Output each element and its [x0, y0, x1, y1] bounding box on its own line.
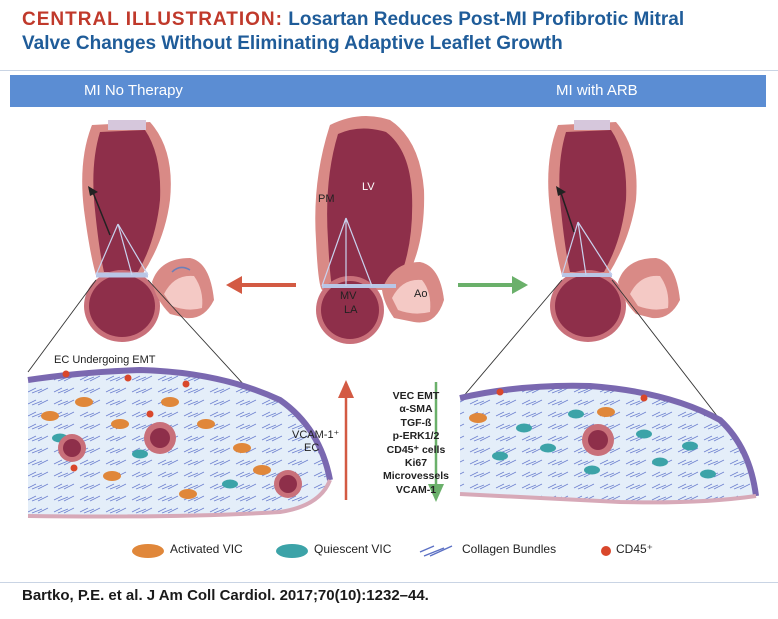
header-with-arb: MI with ARB [556, 82, 638, 99]
marker-item: VCAM-1 [395, 483, 437, 496]
marker-item: VEC EMT [392, 390, 440, 402]
collagen-icon [419, 545, 453, 557]
marker-item: p-ERK1/2 [392, 430, 440, 443]
label-la: LA [344, 304, 358, 316]
title-block: CENTRAL ILLUSTRATION: Losartan Reduces P… [22, 8, 762, 56]
left-tissue-section [27, 366, 333, 519]
label-vcam-ec: EC [304, 442, 320, 454]
quiescent-vic-icon [276, 544, 308, 558]
cd45-icon [601, 546, 611, 556]
title-line-2: Valve Changes Without Eliminating Adapti… [22, 33, 563, 54]
marker-list: VEC EMT α-SMA TGF-ß p-ERK1/2 CD45⁺ cells… [376, 390, 456, 497]
activated-vic-icon [132, 544, 164, 558]
right-arrow-icon [458, 276, 528, 294]
label-mv: MV [340, 290, 357, 302]
label-pm: PM [318, 193, 335, 205]
right-heart [548, 120, 680, 342]
marker-item: Microvessels [383, 470, 449, 483]
right-tissue-section [459, 382, 759, 505]
marker-item: TGF-ß [400, 416, 432, 429]
up-arrow-icon [338, 380, 354, 500]
left-heart [82, 120, 214, 342]
label-ec-emt: EC Undergoing EMT [54, 354, 156, 366]
header-bar [10, 75, 766, 107]
marker-item: α-SMA [399, 403, 433, 416]
legend-activated-vic: Activated VIC [170, 542, 243, 556]
legend-cd45: CD45⁺ [616, 542, 654, 556]
citation: Bartko, P.E. et al. J Am Coll Cardiol. 2… [22, 587, 429, 604]
label-ao: Ao [414, 288, 428, 300]
label-vcam: VCAM-1⁺ [292, 429, 340, 441]
label-lv: LV [362, 181, 375, 193]
marker-item: Ki67 [404, 457, 428, 470]
down-arrow-icon [428, 382, 444, 502]
title-text-1: Losartan Reduces Post-MI Profibrotic Mit… [288, 9, 685, 30]
header-no-therapy: MI No Therapy [84, 82, 183, 99]
marker-item: CD45⁺ cells [386, 443, 446, 456]
legend-quiescent-vic: Quiescent VIC [314, 542, 392, 556]
title-label: CENTRAL ILLUSTRATION: [22, 9, 283, 30]
legend-collagen: Collagen Bundles [462, 542, 557, 556]
title-line-1: CENTRAL ILLUSTRATION: Losartan Reduces P… [22, 8, 762, 32]
center-heart [315, 116, 444, 344]
left-arrow-icon [226, 276, 296, 294]
